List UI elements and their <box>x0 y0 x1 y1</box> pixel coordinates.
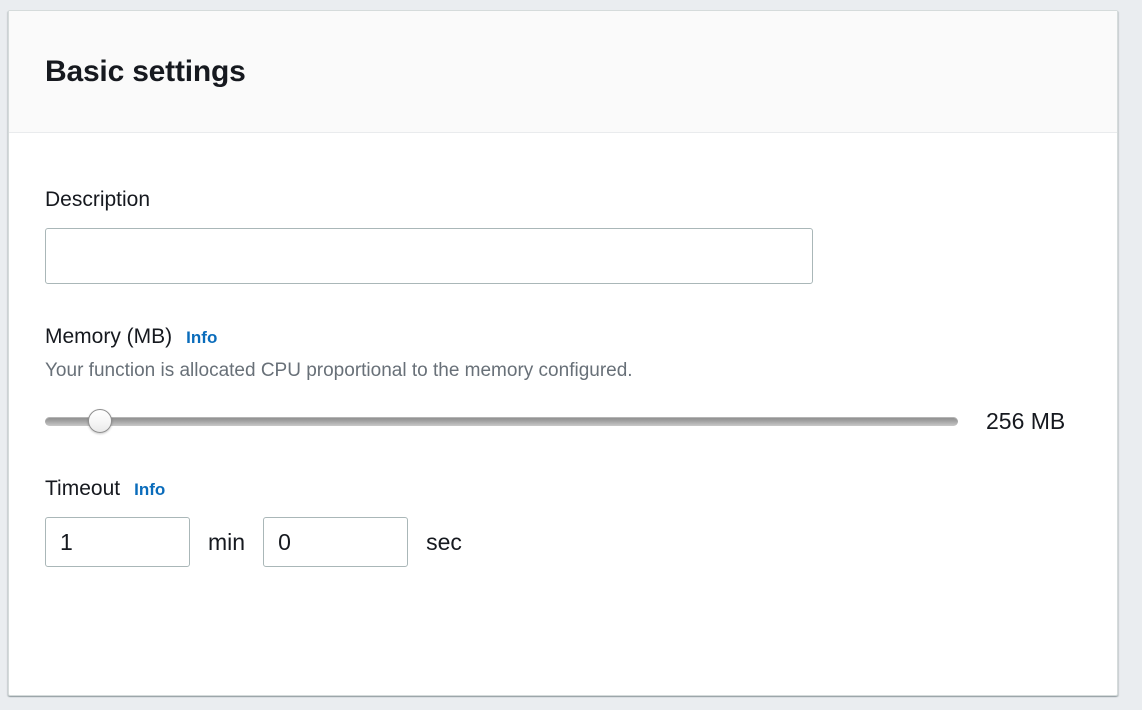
panel-header: Basic settings <box>9 11 1117 133</box>
memory-label: Memory (MB) Info <box>45 324 1081 349</box>
memory-value-label: 256 MB <box>986 407 1066 434</box>
description-label-text: Description <box>45 188 151 211</box>
basic-settings-panel: Basic settings Description Memory (MB) I… <box>8 10 1118 696</box>
timeout-field-group: Timeout Info min sec <box>45 476 1081 568</box>
timeout-seconds-input[interactable] <box>263 517 409 568</box>
memory-field-group: Memory (MB) Info Your function is alloca… <box>45 324 1081 436</box>
memory-slider[interactable] <box>45 406 958 436</box>
timeout-seconds-unit-label: sec <box>426 528 462 555</box>
panel-body: Description Memory (MB) Info Your functi… <box>9 133 1117 568</box>
memory-slider-row: 256 MB <box>45 406 1081 436</box>
description-input[interactable] <box>45 228 813 285</box>
timeout-inputs-row: min sec <box>45 517 1081 568</box>
memory-hint-text: Your function is allocated CPU proportio… <box>45 360 633 382</box>
memory-info-link[interactable]: Info <box>186 328 218 348</box>
timeout-info-link[interactable]: Info <box>134 480 166 500</box>
memory-slider-track[interactable] <box>45 417 958 427</box>
timeout-minutes-input[interactable] <box>45 517 190 568</box>
description-label: Description <box>45 187 1081 212</box>
memory-slider-thumb[interactable] <box>87 409 112 434</box>
description-field-group: Description <box>45 187 1081 285</box>
timeout-minutes-unit-label: min <box>208 528 246 555</box>
timeout-label: Timeout Info <box>45 476 1081 501</box>
memory-label-text: Memory (MB) <box>45 325 173 349</box>
page-title: Basic settings <box>45 55 246 88</box>
timeout-label-text: Timeout <box>45 477 121 501</box>
